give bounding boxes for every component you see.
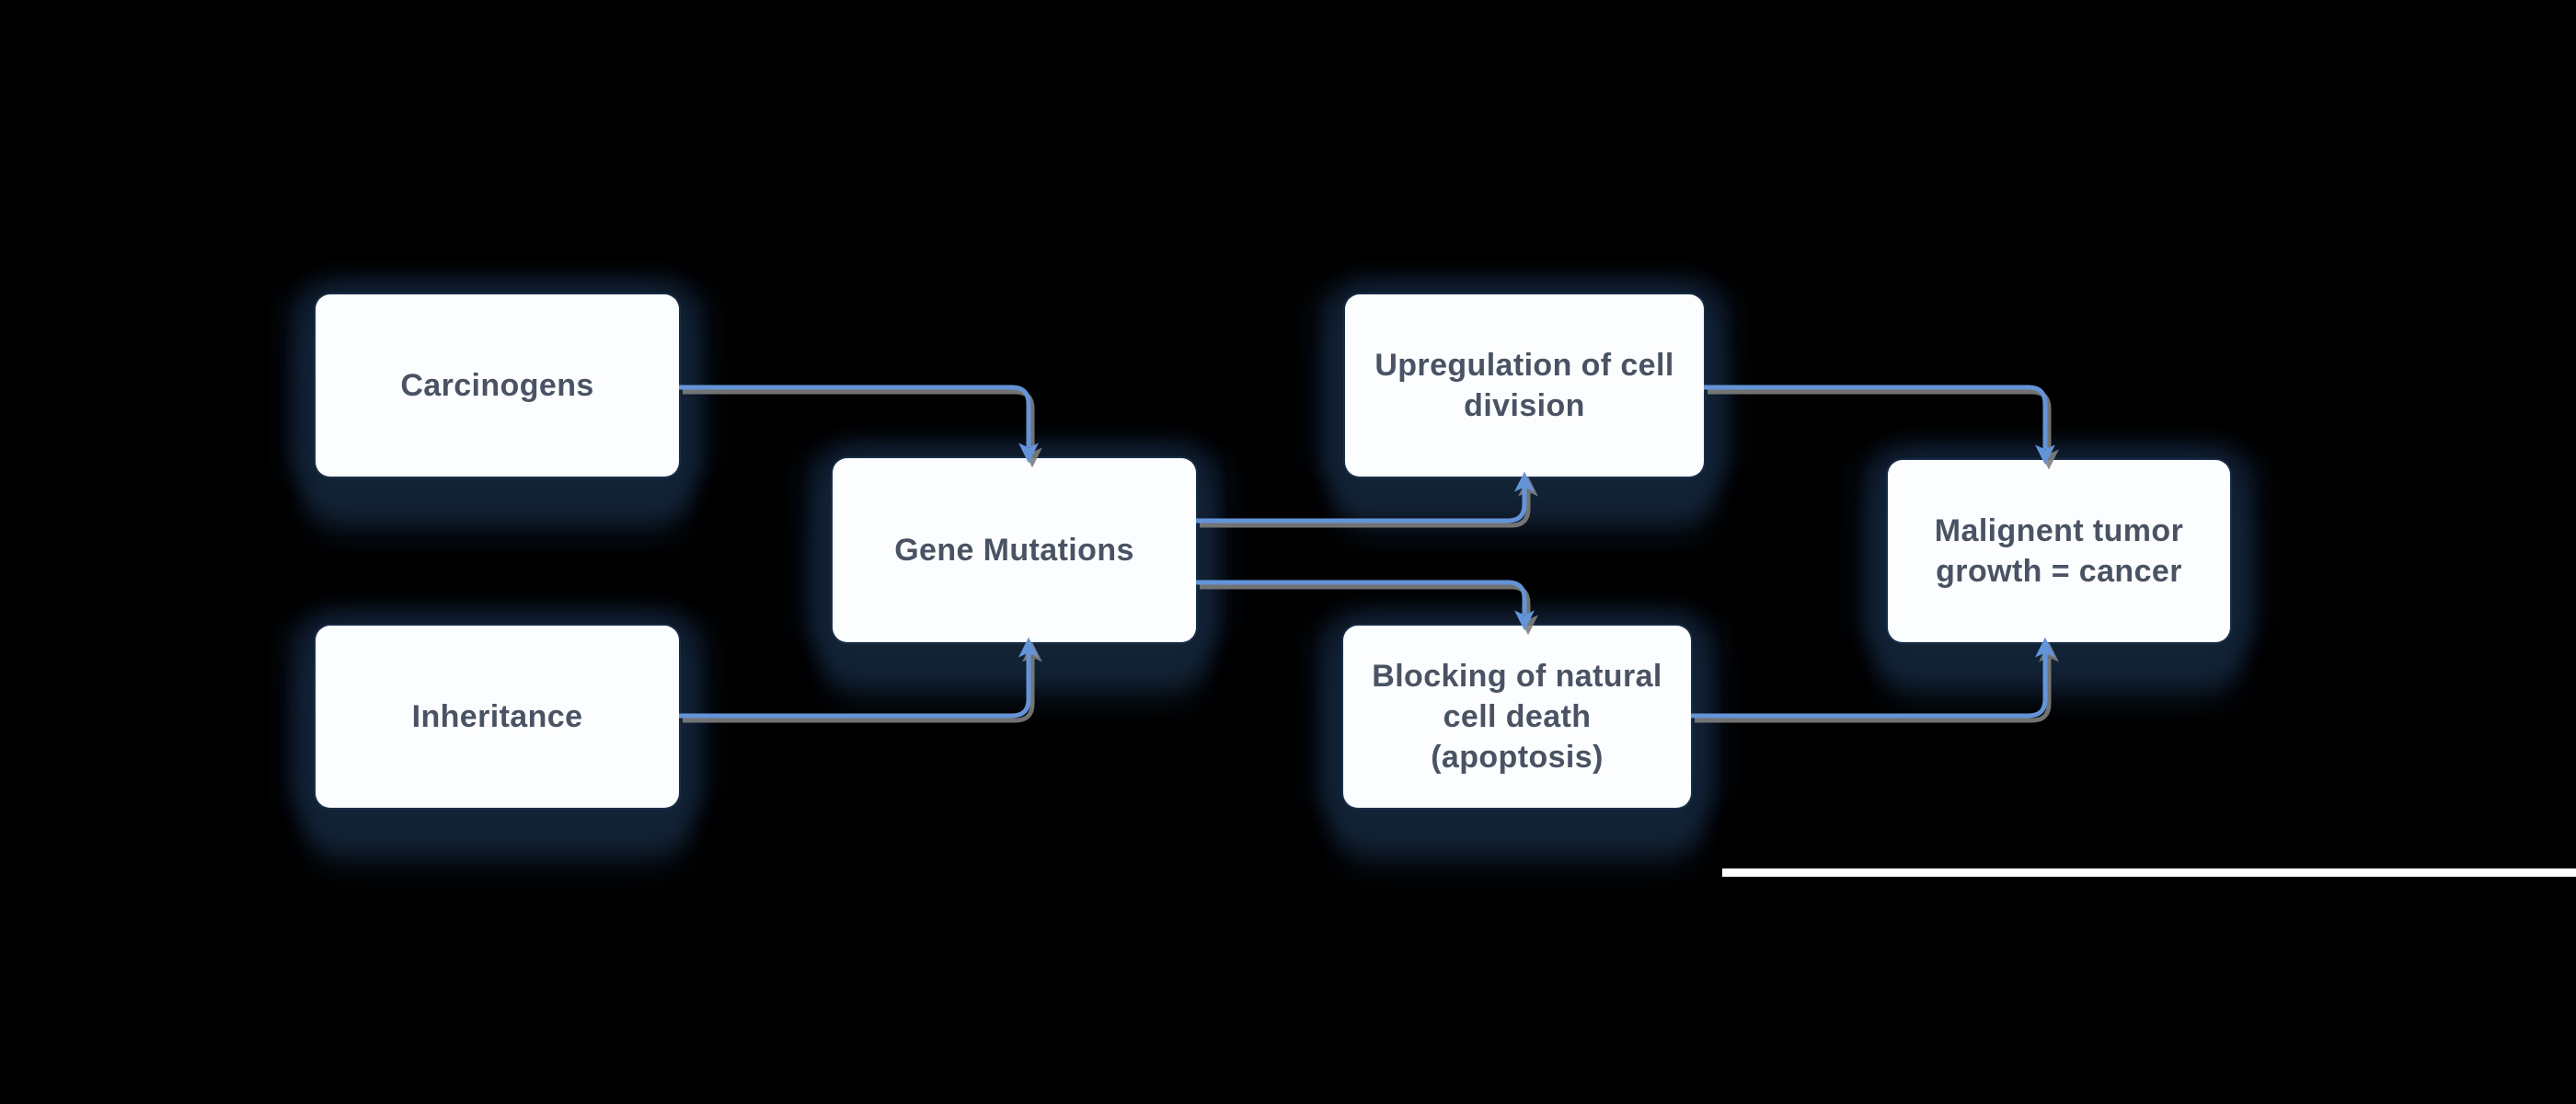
label-line: Upregulation of cell — [1374, 348, 1674, 383]
node-upregulation-label: Upregulation of cell division — [1345, 345, 1704, 426]
label-line: cell death — [1443, 699, 1592, 734]
edge-gene-mutations-blocking — [1196, 580, 1535, 631]
edge-upregulation-malignant — [1704, 385, 2056, 466]
label-line: Carcinogens — [400, 368, 594, 403]
label-line: growth = cancer — [1936, 554, 2182, 589]
label-line: Blocking of natural — [1372, 659, 1662, 694]
edge-shadow — [683, 389, 1043, 468]
node-carcinogens-label: Carcinogens — [316, 365, 679, 406]
node-gene-mutations: Gene Mutations — [833, 458, 1196, 642]
white-stripe-artifact — [1722, 868, 2576, 877]
node-inheritance: Inheritance — [316, 626, 679, 808]
node-carcinogens: Carcinogens — [316, 294, 679, 477]
node-blocking-apoptosis-label: Blocking of natural cell death (apoptosi… — [1343, 656, 1691, 777]
edge-carcinogens-gene-mutations — [679, 385, 1040, 464]
edge-shadow — [1200, 476, 1539, 528]
node-inheritance-label: Inheritance — [316, 696, 679, 737]
node-malignant-tumor-label: Malignent tumor growth = cancer — [1888, 511, 2230, 592]
node-upregulation: Upregulation of cell division — [1345, 294, 1704, 477]
node-malignant-tumor: Malignent tumor growth = cancer — [1888, 460, 2230, 642]
edge-shadow — [1708, 389, 2060, 470]
edge-shadow — [683, 641, 1043, 723]
node-blocking-apoptosis: Blocking of natural cell death (apoptosi… — [1343, 626, 1691, 808]
label-line: Gene Mutations — [894, 533, 1134, 568]
label-line: division — [1464, 388, 1585, 423]
edge-shadow — [1695, 641, 2060, 723]
label-line: (apoptosis) — [1431, 740, 1604, 775]
edge-inheritance-gene-mutations — [679, 637, 1040, 719]
edge-gene-mutations-upregulation — [1196, 471, 1535, 523]
label-line: Malignent tumor — [1934, 513, 2184, 548]
edge-blocking-malignant — [1691, 637, 2056, 719]
label-line: Inheritance — [411, 699, 583, 734]
node-gene-mutations-label: Gene Mutations — [833, 530, 1196, 570]
edge-shadow — [1200, 584, 1539, 636]
